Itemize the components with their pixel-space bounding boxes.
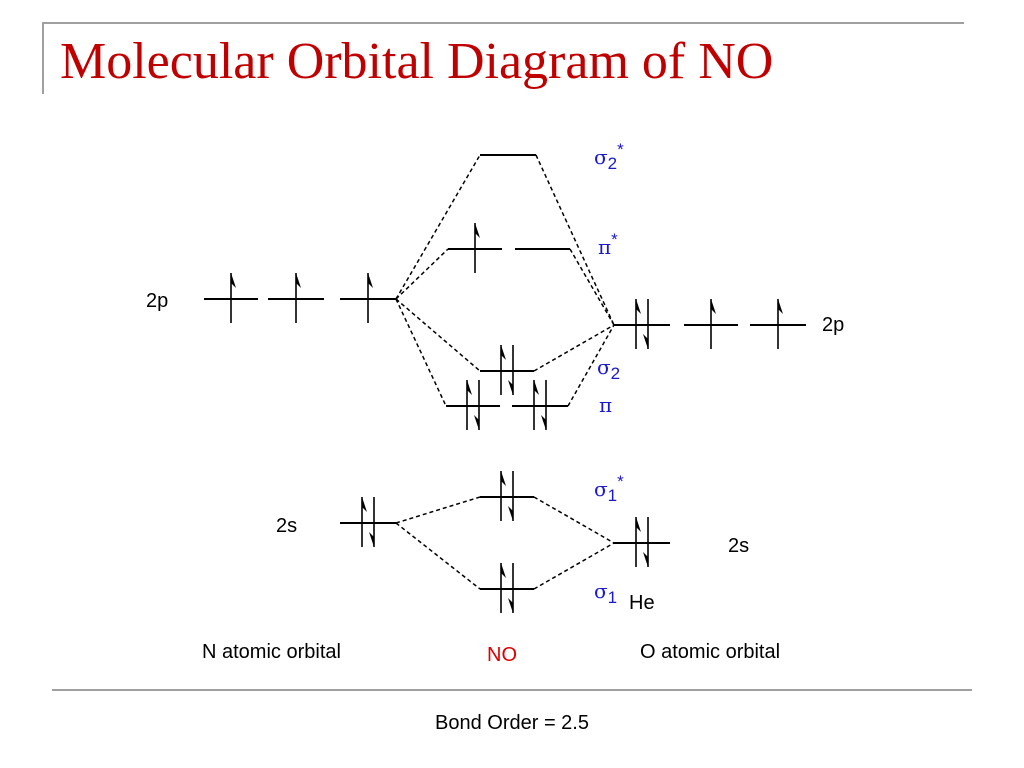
sigma1-star-1-electron-up-head — [501, 471, 506, 486]
o-atomic-orbital-label: O atomic orbital — [640, 641, 780, 663]
o-2p-1-electron-down-head — [643, 334, 648, 349]
correlation-line-8 — [567, 324, 615, 407]
correlation-line-2 — [395, 248, 449, 300]
pi-star-label: π* — [598, 230, 618, 259]
footer-rule — [52, 689, 972, 691]
sigma1-star-label: σ1* — [594, 472, 624, 505]
correlation-line-6 — [569, 248, 615, 326]
n-2p-1-electron-up-head — [231, 273, 236, 288]
sigma2-1-electron-up-head — [501, 345, 506, 360]
frame-left-rule — [42, 22, 44, 94]
pi-2-electron-down-head — [541, 415, 546, 430]
o-2p-label: 2p — [822, 314, 844, 336]
sigma2-1-electron-down-head — [508, 380, 513, 395]
n-2p-2-electron-up-head — [296, 273, 301, 288]
pi-1-electron-up-head — [467, 380, 472, 395]
o-2p-1-electron-up-head — [636, 299, 641, 314]
sigma1-star-1-electron-down-head — [508, 506, 513, 521]
correlation-line-11 — [533, 496, 615, 544]
electrons — [230, 223, 783, 613]
correlation-line-3 — [395, 298, 481, 372]
o-2p-2-electron-up-head — [711, 299, 716, 314]
correlation-line-12 — [533, 542, 615, 590]
no-molecule-label: NO — [487, 644, 517, 666]
sigma2-star-label: σ2* — [594, 140, 624, 173]
correlation-line-4 — [395, 298, 447, 407]
sigma1-1-electron-up-head — [501, 563, 506, 578]
correlation-line-9 — [395, 496, 481, 524]
correlation-lines — [395, 154, 615, 590]
o-2s-label: 2s — [728, 535, 749, 557]
o-2s-1-electron-down-head — [643, 552, 648, 567]
bond-order-text: Bond Order = 2.5 — [435, 712, 589, 734]
correlation-line-5 — [535, 154, 615, 326]
sigma1-label: σ1 — [594, 579, 617, 607]
correlation-line-10 — [395, 522, 481, 590]
n-2s-label: 2s — [276, 515, 297, 537]
slide-title: Molecular Orbital Diagram of NO — [60, 33, 774, 90]
n-atomic-orbital-label: N atomic orbital — [202, 641, 341, 663]
o-2s-1-electron-up-head — [636, 517, 641, 532]
pi-label: π — [599, 393, 612, 417]
frame-top-rule — [42, 22, 964, 24]
pi-1-electron-down-head — [474, 415, 479, 430]
n-2s-1-electron-down-head — [369, 532, 374, 547]
he-label: He — [629, 592, 655, 614]
sigma2-label: σ2 — [597, 355, 620, 383]
n-2p-3-electron-up-head — [368, 273, 373, 288]
pi-star-1-electron-up-head — [475, 223, 480, 238]
correlation-line-7 — [533, 324, 615, 372]
correlation-line-1 — [395, 154, 481, 300]
n-2p-label: 2p — [146, 290, 168, 312]
n-2s-1-electron-up-head — [362, 497, 367, 512]
pi-2-electron-up-head — [534, 380, 539, 395]
o-2p-3-electron-up-head — [778, 299, 783, 314]
sigma1-1-electron-down-head — [508, 598, 513, 613]
